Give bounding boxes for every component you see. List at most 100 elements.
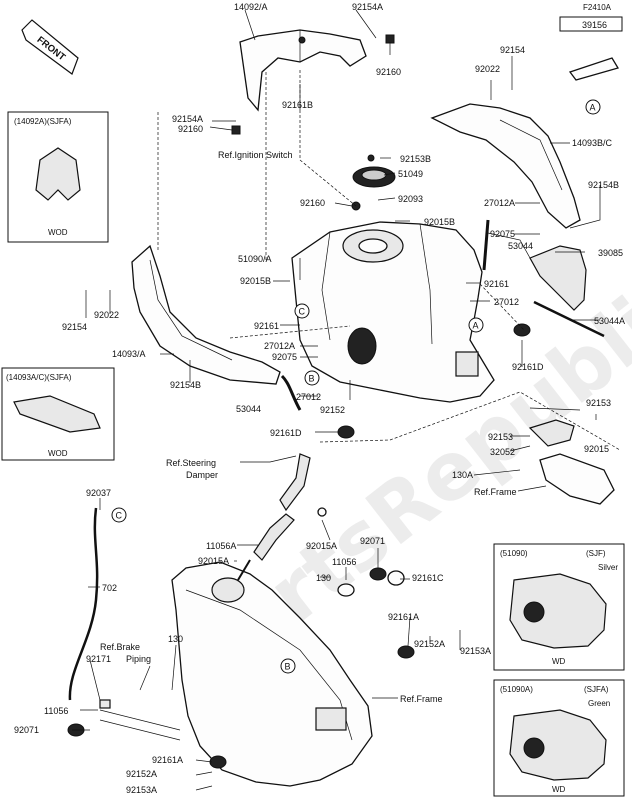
inset-caption: WOD [48,449,68,458]
inset-color: Green [588,699,610,708]
label-39085: 39085 [598,248,623,258]
label-92153-r2: 92153 [488,432,513,442]
label-ref-frame-bottom: Ref.Frame [400,694,443,704]
label-92154-left: 92154 [62,322,87,332]
label-130-mid: 130 [316,573,331,583]
label-92161D-left: 92161D [270,428,302,438]
label-92153A-mid: 92153A [460,646,491,656]
inset-caption: WD [552,785,566,794]
part-14092A [239,29,367,112]
inset-14092A-sjfa: (14092A)(SJFA) WOD [7,111,109,243]
label-92154B-right: 92154B [588,180,619,190]
svg-text:B: B [309,374,315,384]
inset-title: (14092A)(SJFA) [14,117,72,126]
label-27012A-right: 27012A [484,198,515,208]
label-92160-left: 92160 [178,124,203,134]
svg-text:A: A [590,103,596,113]
diagram-code: F2410A [583,3,612,12]
front-arrow: FRONT [21,19,79,75]
label-92093: 92093 [398,194,423,204]
label-92153A-bottom: 92153A [126,785,157,795]
label-92161D-right: 92161D [512,362,544,372]
svg-text:A: A [473,321,479,331]
label-92153B: 92153B [400,154,431,164]
callout-C-hose: C [111,507,127,523]
label-92154A-left: 92154A [172,114,203,124]
label-piping: Piping [126,654,151,664]
label-53044-left: 53044 [236,404,261,414]
inset-14093AC-sjfa: (14093A/C)(SJFA) WOD [1,367,115,461]
inset-caption: WOD [48,228,68,237]
label-92152A-mid: 92152A [414,639,445,649]
inset-title-left: (51090) [500,549,528,558]
label-92161A-bottom: 92161A [152,755,183,765]
part-39156 [568,57,619,81]
inset-title-right: (SJFA) [584,685,609,694]
label-27012-right: 27012 [494,297,519,307]
part-labels: 14092/A 92154A 92160 92154 92022 92154A … [14,2,625,795]
part-14093A [131,244,281,385]
label-92015A-left: 92015A [198,556,229,566]
inset-caption: WD [552,657,566,666]
label-ref-brake: Ref.Brake [100,642,140,652]
label-53044-right: 53044 [508,241,533,251]
svg-text:C: C [299,307,306,317]
label-92022-top: 92022 [475,64,500,74]
label-14093BC: 14093B/C [572,138,613,148]
callout-C-tank: C [294,303,310,319]
label-ref-ignition-switch: Ref.Ignition Switch [218,150,293,160]
part-steering-damper [237,453,311,581]
leader-lines [72,9,601,791]
label-92154-top: 92154 [500,45,525,55]
label-92154B-left: 92154B [170,380,201,390]
inset-51090-sjf-silver: (51090) (SJF) Silver WD [493,543,625,671]
label-51049: 51049 [398,169,423,179]
label-92154A-top: 92154A [352,2,383,12]
callout-A-top: A [585,99,601,115]
part-51049 [352,166,396,188]
callout-B-frame: B [280,658,296,674]
label-92171: 92171 [86,654,111,664]
part-53044-left [280,374,302,411]
label-92071-mid: 92071 [360,536,385,546]
label-702: 702 [102,583,117,593]
label-27012-mid: 27012 [296,392,321,402]
part-14093BC [430,103,581,229]
label-92071-left: 92071 [14,725,39,735]
label-53044A: 53044A [594,316,625,326]
label-damper: Damper [186,470,218,480]
label-92015B-mid: 92015B [424,217,455,227]
label-ref-frame-right: Ref.Frame [474,487,517,497]
label-11056-mid: 11056 [332,557,356,567]
dashed-lines [157,70,621,451]
label-130-left: 130 [168,634,183,644]
label-51090A: 51090/A [238,254,272,264]
label-92161A-mid: 92161A [388,612,419,622]
label-92075-right: 92075 [490,229,515,239]
inset-title-left: (51090A) [500,685,533,694]
label-ref-steering: Ref.Steering [166,458,216,468]
label-92015-right: 92015 [584,444,609,454]
inset-51090A-sjfa-green: (51090A) (SJFA) Green WD [493,679,625,797]
part-32052 [528,419,575,447]
label-92152: 92152 [320,405,345,415]
label-27012A-mid: 27012A [264,341,295,351]
code-box: F2410A 39156 [559,3,623,81]
part-53044A [533,300,605,338]
part-39085 [529,245,587,311]
part-bracket-right [539,453,615,505]
label-11056A: 11056A [206,541,236,551]
label-14093A: 14093/A [112,349,146,359]
part-53044-right [482,219,490,271]
label-14092A: 14092/A [234,2,268,12]
label-92037: 92037 [86,488,111,498]
inset-title-right: (SJF) [586,549,606,558]
inset-color: Silver [598,563,618,572]
label-92015B-left: 92015B [240,276,271,286]
callout-B-tank: B [304,370,320,386]
label-92161-mid: 92161 [254,321,279,331]
label-92160-mid: 92160 [300,198,325,208]
label-92152A-bottom: 92152A [126,769,157,779]
label-92153-r1: 92153 [586,398,611,408]
